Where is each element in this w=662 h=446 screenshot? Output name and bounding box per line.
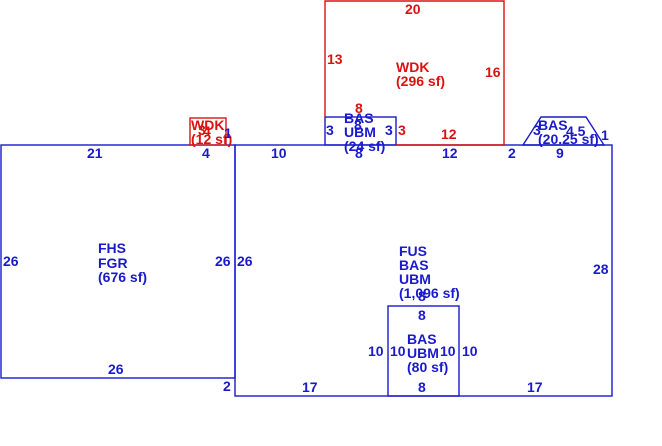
dim-chimney-right: 1: [601, 127, 609, 143]
dim-house-top-left: 10: [271, 145, 287, 161]
dim-deck-top: 20: [405, 1, 421, 17]
dim-garage-right: 26: [215, 253, 231, 269]
dim-house-bottom-left: 17: [302, 379, 318, 395]
house-label-line3: UBM: [399, 271, 431, 287]
dim-garage-top: 21: [87, 145, 103, 161]
bay-outline: [387, 305, 460, 397]
dim-garage-bottom: 26: [108, 361, 124, 377]
dim-bay-inner: 8: [418, 288, 426, 304]
bump-outline: [324, 116, 397, 146]
deck-small-label-line2: (12 sf): [191, 131, 232, 147]
garage-label-line2: FGR: [98, 255, 128, 271]
dim-garage-left: 26: [3, 253, 19, 269]
dim-bay-left: 10: [368, 343, 384, 359]
dim-house-top-right: 9: [556, 145, 564, 161]
bump-label-line1: BAS: [344, 110, 374, 126]
dim-small-deck-left: 4: [203, 123, 211, 139]
deck-small-label-line1: WDK: [191, 117, 224, 133]
deck-small-outline: [189, 117, 227, 146]
dim-bay-right-in: 10: [440, 343, 456, 359]
garage-label-line3: (676 sf): [98, 269, 147, 285]
house-label-line1: FUS: [399, 243, 427, 259]
dim-bay-bottom: 8: [418, 379, 426, 395]
dim-bump-right: 3: [385, 122, 393, 138]
dim-small-deck-bottom: 4: [202, 145, 210, 161]
bay-label-line2: UBM: [407, 345, 439, 361]
dim-bay-top: 8: [418, 307, 426, 323]
dim-house-step: 2: [508, 145, 516, 161]
deck-small-overlap-dim: 3: [198, 122, 206, 138]
dim-bay-right: 10: [462, 343, 478, 359]
dim-deck-bottom: 12: [441, 126, 457, 142]
chimney-label-line1: BAS: [538, 117, 568, 133]
bump-label-line2: UBM: [344, 124, 376, 140]
bay-label-line1: BAS: [407, 331, 437, 347]
deck-large-label-line2: (296 sf): [396, 73, 445, 89]
dim-house-top-mid: 12: [442, 145, 458, 161]
dim-bump-top: 8: [355, 100, 363, 116]
dim-deck-side: 3: [398, 122, 406, 138]
dim-small-deck-right: 1: [224, 125, 232, 141]
bump-overlap-dim: 8: [354, 117, 362, 133]
dim-house-right: 28: [593, 261, 609, 277]
deck-large-outline: [324, 0, 505, 146]
dim-house-bottom-right: 17: [527, 379, 543, 395]
dim-deck-right: 16: [485, 64, 501, 80]
chimney-label-line2: (20.25 sf): [538, 131, 599, 147]
dim-bump-left: 3: [326, 122, 334, 138]
chimney-overlap-dim: 4.5: [566, 123, 586, 139]
deck-large-label-line1: WDK: [396, 59, 429, 75]
house-label-line4: (1,096 sf): [399, 285, 460, 301]
dim-deck-left: 13: [327, 51, 343, 67]
dim-bump-bottom: 8: [355, 145, 363, 161]
bump-label-line3: (24 sf): [344, 138, 385, 154]
dim-house-left: 26: [237, 253, 253, 269]
house-label-line2: BAS: [399, 257, 429, 273]
dim-chimney-left: 3: [533, 122, 541, 138]
chimney-outline: [521, 116, 606, 146]
bay-label-line3: (80 sf): [407, 359, 448, 375]
dim-house-corner: 2: [223, 378, 231, 394]
dim-bay-left-in: 10: [390, 343, 406, 359]
garage-label-line1: FHS: [98, 240, 126, 256]
